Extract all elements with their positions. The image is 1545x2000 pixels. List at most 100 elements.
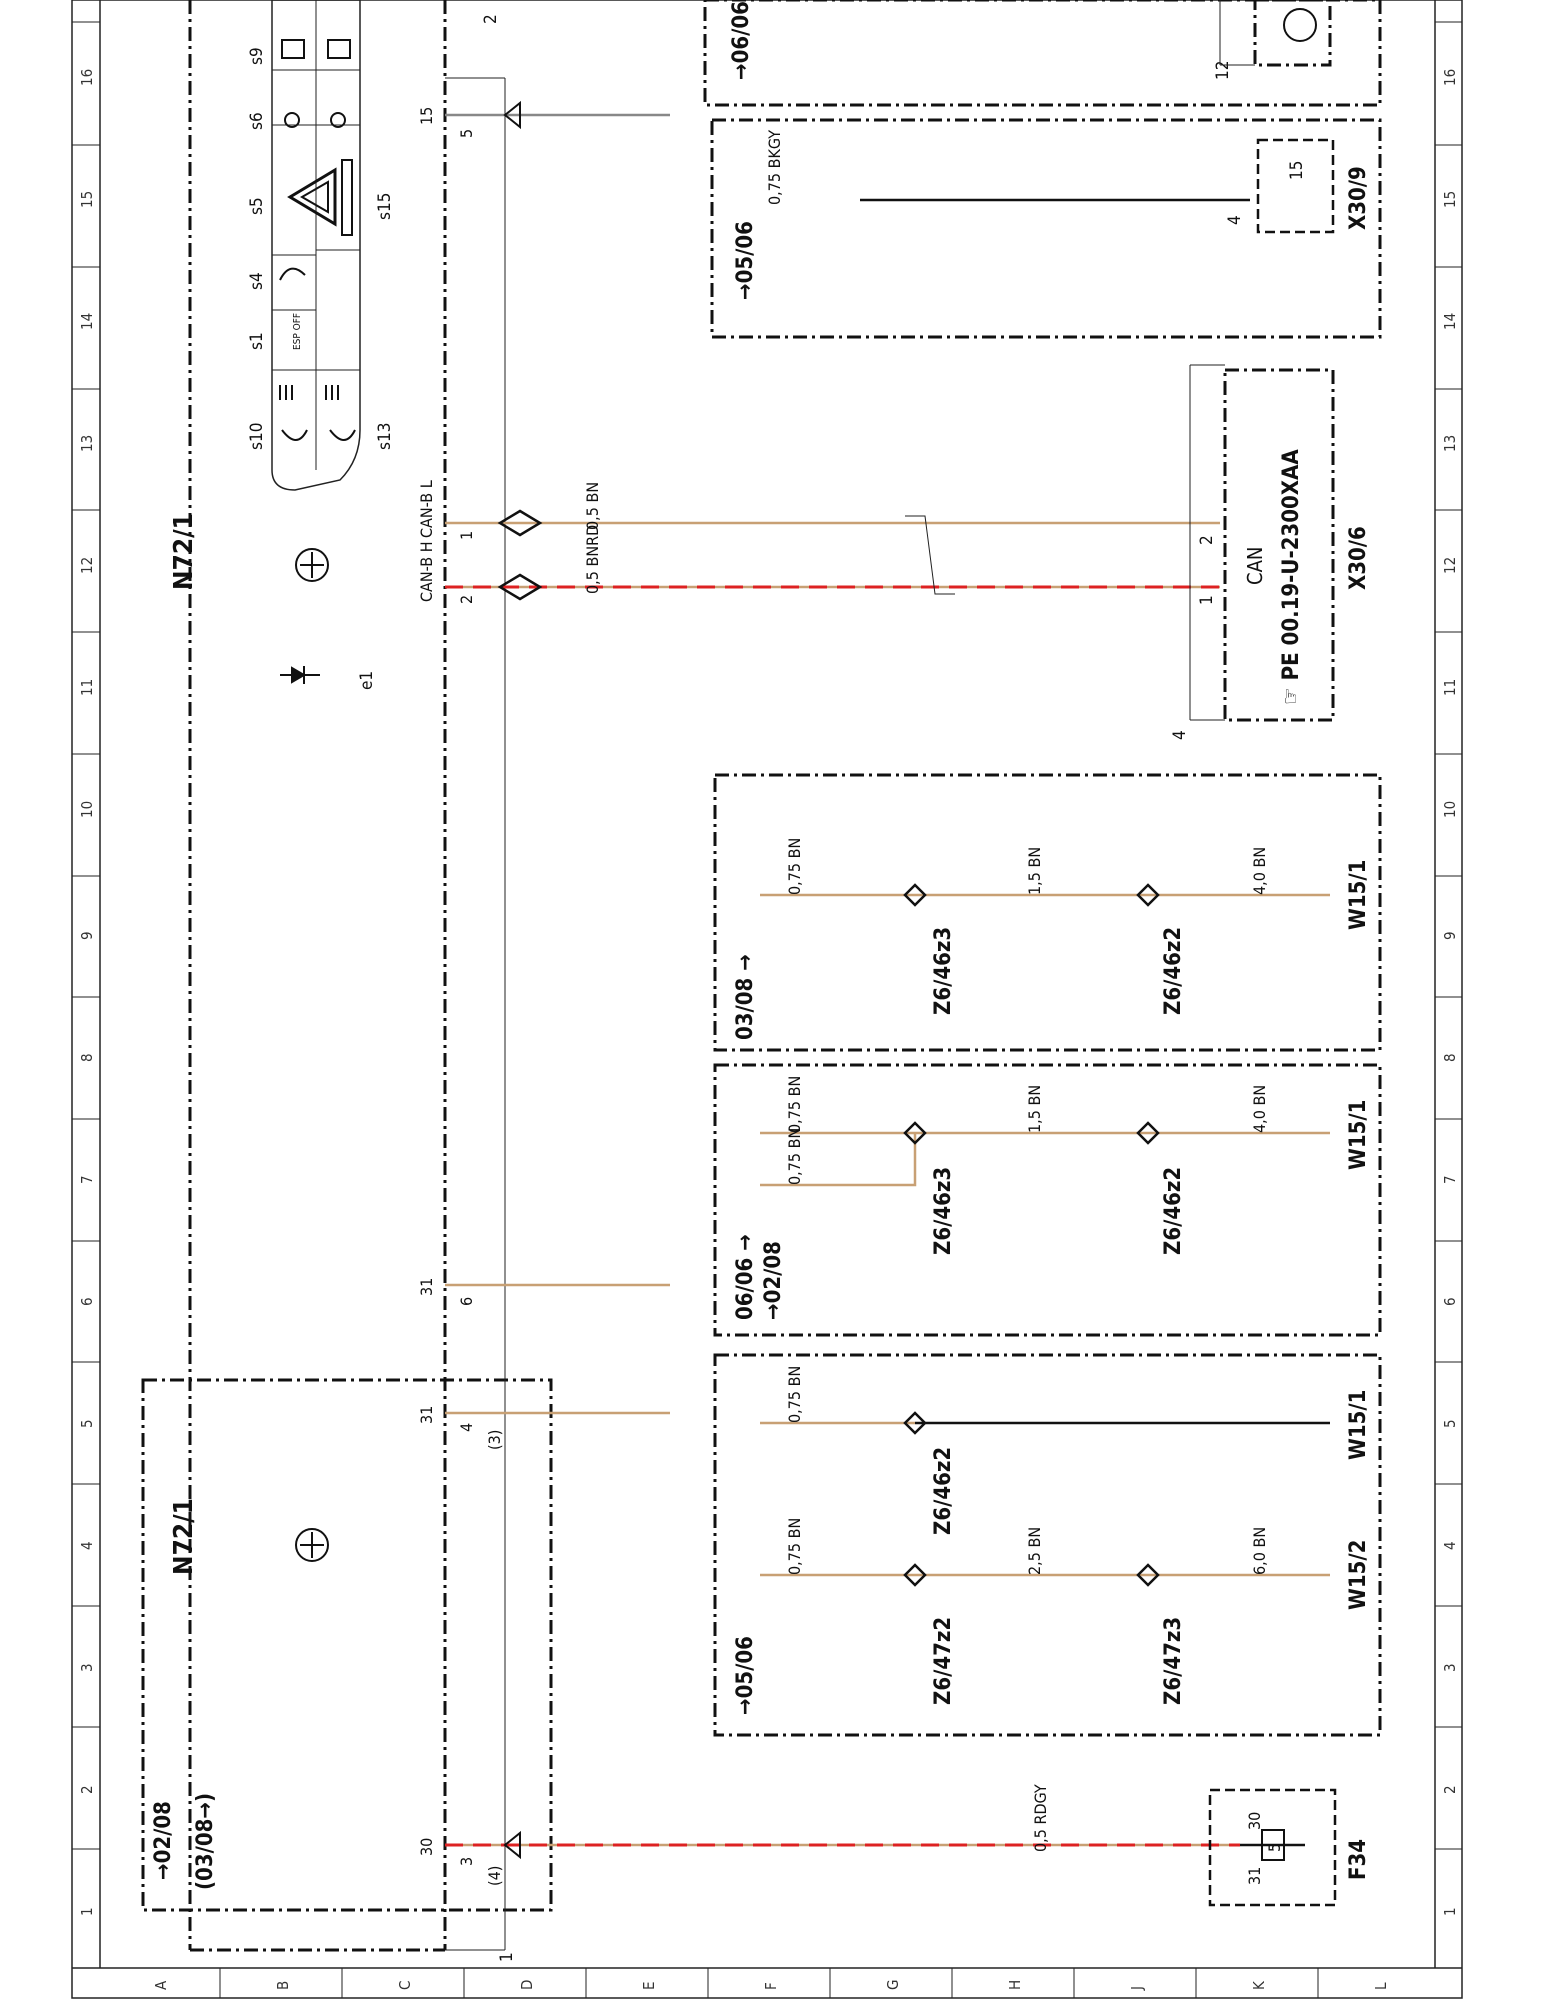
grid-col-left: 10 (78, 801, 96, 818)
seat-icon (327, 39, 351, 59)
can-label: CAN (1243, 547, 1267, 585)
switch-s4: s4 (247, 272, 267, 290)
grid-col-left: 7 (78, 1175, 96, 1184)
fuse-f34: 30 31 5 F34 (1208, 1788, 1371, 1907)
n72-1-bottom-label: N72/1 (169, 1498, 199, 1575)
grid-row: B (274, 1981, 292, 1990)
grid-col-right: 13 (1441, 435, 1459, 452)
wire-bn60: 6,0 BN (1250, 1527, 1269, 1575)
date-0606-top: →06/06 (729, 1, 754, 80)
pe-reference: ☞ PE 00.19-U-2300XAA (1279, 449, 1304, 705)
grid-col-right: 14 (1441, 313, 1459, 330)
n72-1-module: N72/1 N72/1 2 1 →02/08 (03/08→) (141, 0, 553, 1962)
date-0606-mid: 06/06 → (733, 1234, 758, 1320)
grid-row: C (396, 1981, 414, 1990)
grid-col-left: 9 (78, 931, 96, 940)
date-0208-mid: →02/08 (761, 1241, 786, 1320)
wire-bn15-a: 1,5 BN (1025, 847, 1044, 895)
wire-bn075-c: 0,75 BN (785, 1128, 804, 1185)
grid-col-right: 15 (1441, 191, 1459, 208)
connector-box-x30-9: →05/06 4 15 X30/9 (710, 118, 1382, 339)
grid-row: L (1372, 1982, 1390, 1990)
pin-31b-alt: (3) (485, 1430, 504, 1450)
splice-box-0506: →05/06 0,75 BN Z6/46z2 W15/1 0,75 BN 2,5… (713, 1353, 1382, 1737)
grid-col-left: 11 (78, 679, 96, 696)
pin-30-num: 3 (457, 1857, 476, 1866)
grid-col-left: 16 (78, 69, 96, 86)
date-0208-n72: →02/08 (151, 1801, 176, 1880)
connector-x30-6: 1 2 4 CAN ☞ PE 00.19-U-2300XAA X30/6 (1170, 364, 1371, 740)
z6-46z3-a: Z6/46z3 (931, 927, 956, 1015)
grid-col-left: 13 (78, 435, 96, 452)
grid-col-right: 8 (1441, 1053, 1459, 1062)
unlock-icon (330, 112, 346, 128)
grid-col-left: 8 (78, 1053, 96, 1062)
z6-46z2-c: Z6/46z2 (931, 1447, 956, 1535)
x30-6-label: X30/6 (1346, 526, 1371, 590)
pin-15: 15 (417, 107, 436, 125)
grid-row: E (640, 1981, 658, 1990)
n72-1-top-label: N72/1 (169, 513, 199, 590)
grid-col-left: 12 (78, 557, 96, 574)
wire-bn075-e: 0,75 BN (785, 1518, 804, 1575)
pin-12: 12 (1213, 61, 1233, 80)
switch-panel: ESP OFF s9 s6 s5 s4 s1 s10 s13 s15 (247, 0, 395, 491)
switch-s5: s5 (247, 197, 267, 215)
grid-col-left: 15 (78, 191, 96, 208)
date-0506-top: →05/06 (733, 221, 758, 300)
seat-icon (281, 39, 305, 59)
grid-col-left: 6 (78, 1297, 96, 1306)
headrest-icon (279, 267, 306, 281)
grid-col-right: 12 (1441, 557, 1459, 574)
top-pin-num: 2 (481, 14, 501, 24)
switch-s10: s10 (247, 423, 267, 450)
grid-col-right: 6 (1441, 1297, 1459, 1306)
x30-9-label: X30/9 (1346, 166, 1371, 230)
grid-col-left: 1 (78, 1907, 96, 1916)
grid-col-left: 4 (78, 1541, 96, 1550)
pin-can-b-h: CAN-B H (417, 541, 436, 602)
f34-pin-30: 30 (1245, 1812, 1264, 1830)
pin-31a-num: 6 (457, 1297, 476, 1306)
w15-2: W15/2 (1346, 1540, 1371, 1610)
grid-row: J (1128, 1986, 1146, 1991)
transistor-symbol (295, 548, 329, 1562)
wire-label-rdgy: 0,5 RDGY (1031, 1784, 1050, 1852)
seat-heater-icon (281, 429, 356, 441)
pin-15-num: 5 (457, 129, 476, 138)
z6-47z2: Z6/47z2 (931, 1617, 956, 1705)
grid-col-right: 4 (1441, 1541, 1459, 1550)
grid-row: G (884, 1980, 902, 1990)
grid-col-right: 11 (1441, 679, 1459, 696)
grid-row: D (518, 1980, 536, 1990)
grid-row: A (152, 1980, 170, 1990)
grid-row: K (1250, 1980, 1268, 1990)
pin-can-b-l: CAN-B L (417, 480, 436, 538)
date-0308: 03/08 → (733, 954, 758, 1040)
grid-col-right: 2 (1441, 1785, 1459, 1794)
switch-s9: s9 (247, 47, 267, 65)
z6-46z2-a: Z6/46z2 (1161, 927, 1186, 1015)
date-0308-n72: (03/08→) (193, 1793, 218, 1890)
grid-col-right: 10 (1441, 801, 1459, 818)
led-icon (280, 666, 320, 684)
switch-s15: s15 (375, 193, 395, 220)
pin-can-b-h-num: 2 (457, 595, 476, 604)
grid-col-right: 7 (1441, 1175, 1459, 1184)
wire-bn40-b: 4,0 BN (1250, 1085, 1269, 1133)
grid-col-left: 3 (78, 1663, 96, 1672)
switch-s13: s13 (375, 423, 395, 450)
w15-1-b: W15/1 (1346, 1100, 1371, 1170)
f34-pin-5: 5 (1265, 1843, 1284, 1852)
pin-can-b-l-num: 1 (457, 531, 476, 540)
x30-9-pin-15: 15 (1287, 161, 1307, 180)
w15-1-c: W15/1 (1346, 1390, 1371, 1460)
bottom-pin-num: 1 (497, 1952, 517, 1962)
grid-col-right: 1 (1441, 1907, 1459, 1916)
grid-col-right: 16 (1441, 69, 1459, 86)
switch-s1: s1 (247, 332, 267, 350)
grid-col-right: 9 (1441, 931, 1459, 940)
z6-46z3-b: Z6/46z3 (931, 1167, 956, 1255)
e1-label: e1 (357, 671, 377, 690)
